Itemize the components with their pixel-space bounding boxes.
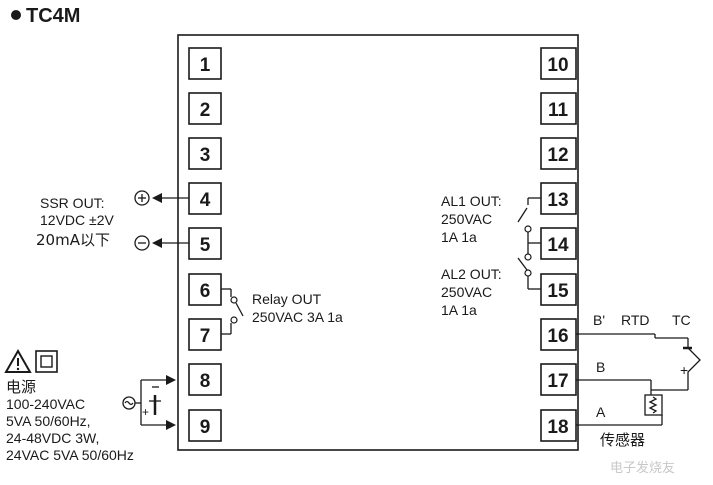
sensor-wiring: + [576,333,701,426]
terminal-9: 9 [188,409,222,442]
svg-text:12: 12 [547,145,568,166]
model-title: TC4M [26,5,80,27]
sensor-tc-label: TC [672,312,691,328]
al2-label-2: 250VAC [441,284,492,300]
svg-text:10: 10 [547,55,568,76]
sensor-b-label: B [596,359,605,375]
terminal-3: 3 [188,137,222,170]
svg-text:8: 8 [200,371,211,392]
power-line-4: 24VAC 5VA 50/60Hz [6,447,134,463]
relay-label-1: Relay OUT [252,291,322,307]
relay-switch [221,288,244,335]
dc-plus-sign: + [142,405,149,419]
terminal-2: 2 [188,92,222,125]
ssr-output-wiring [134,190,189,251]
terminal-18: 18 [540,409,577,442]
terminal-15: 15 [540,273,577,306]
terminal-11: 11 [540,92,577,125]
power-title: 电源 [6,378,36,396]
ssr-label-1: SSR OUT: [40,195,105,211]
terminal-5: 5 [188,227,222,260]
terminal-10: 10 [540,47,577,80]
terminal-1: 1 [188,47,222,80]
terminal-16: 16 [540,318,577,351]
svg-text:16: 16 [547,326,568,347]
title-bullet [11,10,21,20]
sensor-caption: 传感器 [600,431,645,449]
al2-label-3: 1A 1a [441,302,477,318]
svg-text:7: 7 [200,326,211,347]
terminal-12: 12 [540,137,577,170]
power-line-2: 5VA 50/60Hz, [6,413,91,429]
terminal-6: 6 [188,273,222,306]
sensor-rtd-label: RTD [621,312,650,328]
terminal-7: 7 [188,318,222,351]
al1-label-3: 1A 1a [441,229,477,245]
svg-text:1: 1 [200,55,211,76]
tc-plus-sign: + [680,362,688,378]
ssr-label-2: 12VDC ±2V [40,212,114,228]
svg-text:18: 18 [547,417,568,438]
thermocouple-icon [687,338,701,384]
relay-label-2: 250VAC 3A 1a [252,309,343,325]
controller-body [177,34,579,451]
al1-label-2: 250VAC [441,211,492,227]
terminal-14: 14 [540,227,577,260]
svg-text:2: 2 [200,100,211,121]
ssr-label-3: 20mA以下 [36,231,110,249]
power-line-1: 100-240VAC [6,396,85,412]
al1-label-1: AL1 OUT: [441,193,502,209]
watermark-text: 电子发烧友 [610,460,675,476]
svg-text:6: 6 [200,281,211,302]
svg-text:3: 3 [200,145,211,166]
power-line-3: 24-48VDC 3W, [6,430,99,446]
alarm-switches [517,197,541,290]
sensor-b-prime-label: B' [593,312,605,328]
rtd-resistor-icon [644,394,663,416]
svg-text:17: 17 [547,371,568,392]
sensor-a-label: A [596,404,606,420]
al2-label-1: AL2 OUT: [441,266,502,282]
svg-text:5: 5 [200,235,211,256]
svg-text:14: 14 [547,235,569,256]
svg-text:11: 11 [548,100,569,121]
svg-text:9: 9 [200,417,211,438]
terminal-8: 8 [188,363,222,396]
svg-text:4: 4 [200,190,211,211]
terminal-17: 17 [540,363,577,396]
power-warning-icons [4,348,58,373]
terminal-13: 13 [540,182,577,215]
svg-text:13: 13 [547,190,568,211]
terminal-4: 4 [188,182,222,215]
svg-text:15: 15 [547,281,569,302]
power-source-wiring: + [122,375,176,430]
